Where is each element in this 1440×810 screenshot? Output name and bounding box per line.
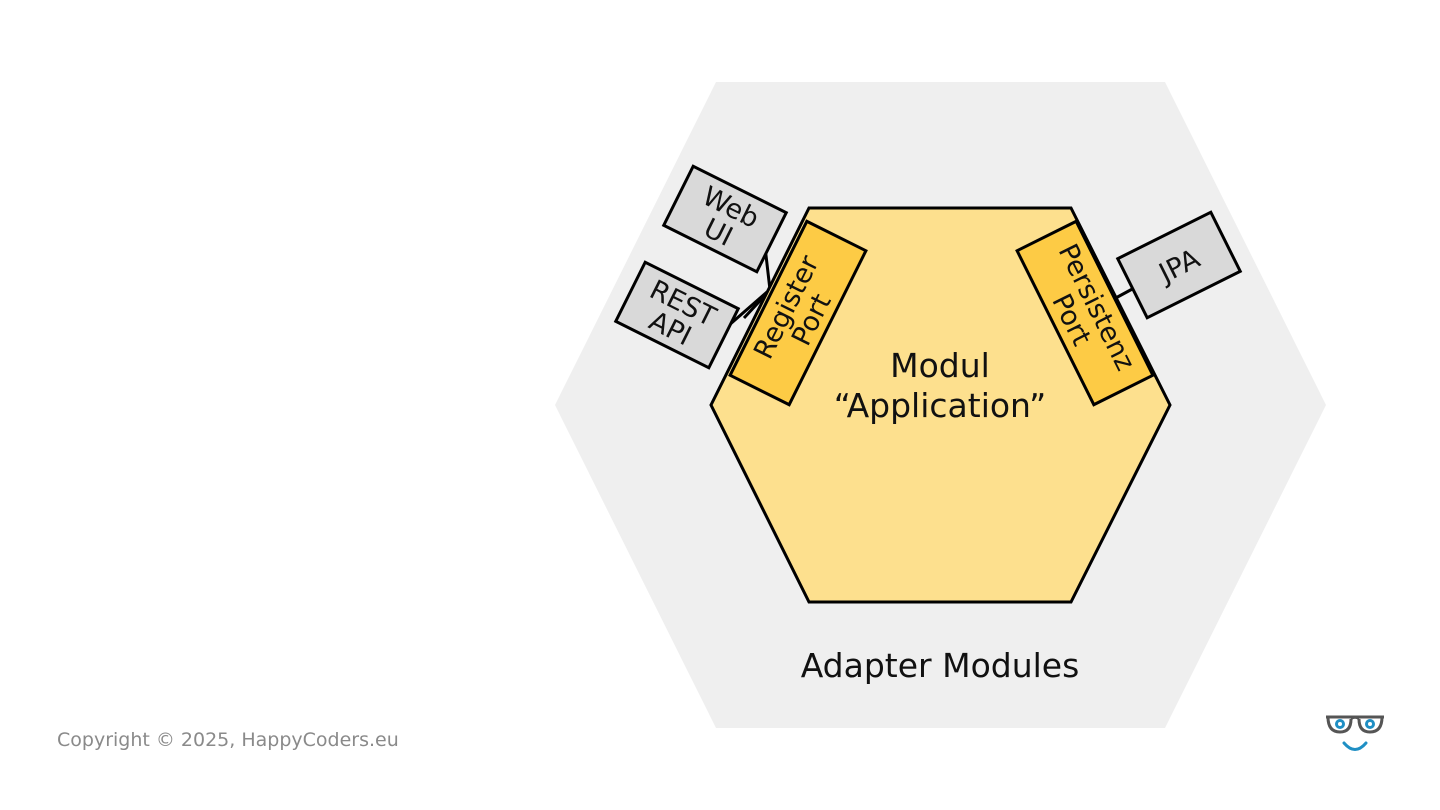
- glasses-smile-logo-icon: [1326, 715, 1384, 751]
- copyright-notice: Copyright © 2025, HappyCoders.eu: [57, 729, 399, 751]
- core-label-line1: Modul: [890, 346, 990, 385]
- web-ui-adapter: Web UI: [661, 164, 789, 274]
- jpa-adapter: JPA: [1115, 210, 1243, 320]
- outer-label: Adapter Modules: [801, 646, 1080, 685]
- rest-api-adapter: REST API: [613, 260, 741, 370]
- core-label-line2: “Application”: [834, 386, 1047, 425]
